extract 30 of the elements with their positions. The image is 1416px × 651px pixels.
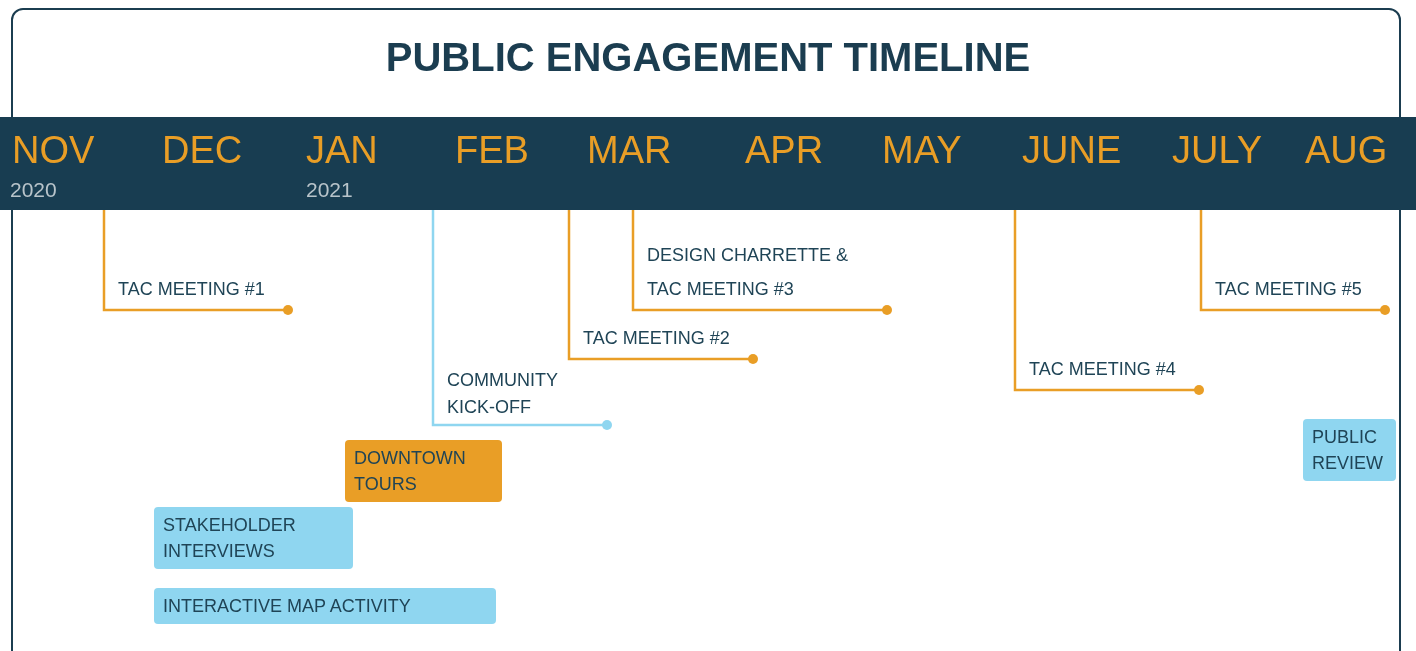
event-label: TAC MEETING #5 bbox=[1201, 272, 1385, 310]
month-label: MAY bbox=[882, 128, 962, 172]
month-label: FEB bbox=[455, 128, 529, 172]
title: PUBLIC ENGAGEMENT TIMELINE bbox=[384, 34, 1032, 80]
event-label: TAC MEETING #2 bbox=[569, 321, 753, 359]
year-label: 2021 bbox=[306, 177, 353, 203]
month-label: DEC bbox=[162, 128, 243, 172]
event-label: TAC MEETING #1 bbox=[104, 272, 288, 310]
year-label: 2020 bbox=[10, 177, 57, 203]
leader-line bbox=[1013, 210, 1204, 395]
leader-line bbox=[431, 210, 612, 430]
activity-bar: PUBLIC REVIEW bbox=[1303, 419, 1396, 481]
event-label: DESIGN CHARRETTE & TAC MEETING #3 bbox=[633, 238, 887, 310]
month-label: JULY bbox=[1172, 128, 1263, 172]
timeline-band bbox=[0, 117, 1416, 210]
leader-line bbox=[631, 210, 892, 315]
month-label: MAR bbox=[587, 128, 672, 172]
month-label: JUNE bbox=[1022, 128, 1122, 172]
event-label: COMMUNITY KICK-OFF bbox=[433, 367, 607, 425]
leader-line bbox=[567, 210, 758, 364]
leader-line bbox=[102, 210, 293, 315]
event-label: TAC MEETING #4 bbox=[1015, 352, 1199, 390]
activity-bar: DOWNTOWN TOURS bbox=[345, 440, 502, 502]
leader-line bbox=[1199, 210, 1390, 315]
month-label: AUG bbox=[1305, 128, 1388, 172]
month-label: NOV bbox=[12, 128, 95, 172]
month-label: JAN bbox=[306, 128, 378, 172]
month-label: APR bbox=[745, 128, 824, 172]
activity-bar: INTERACTIVE MAP ACTIVITY bbox=[154, 588, 496, 624]
activity-bar: STAKEHOLDER INTERVIEWS bbox=[154, 507, 353, 569]
